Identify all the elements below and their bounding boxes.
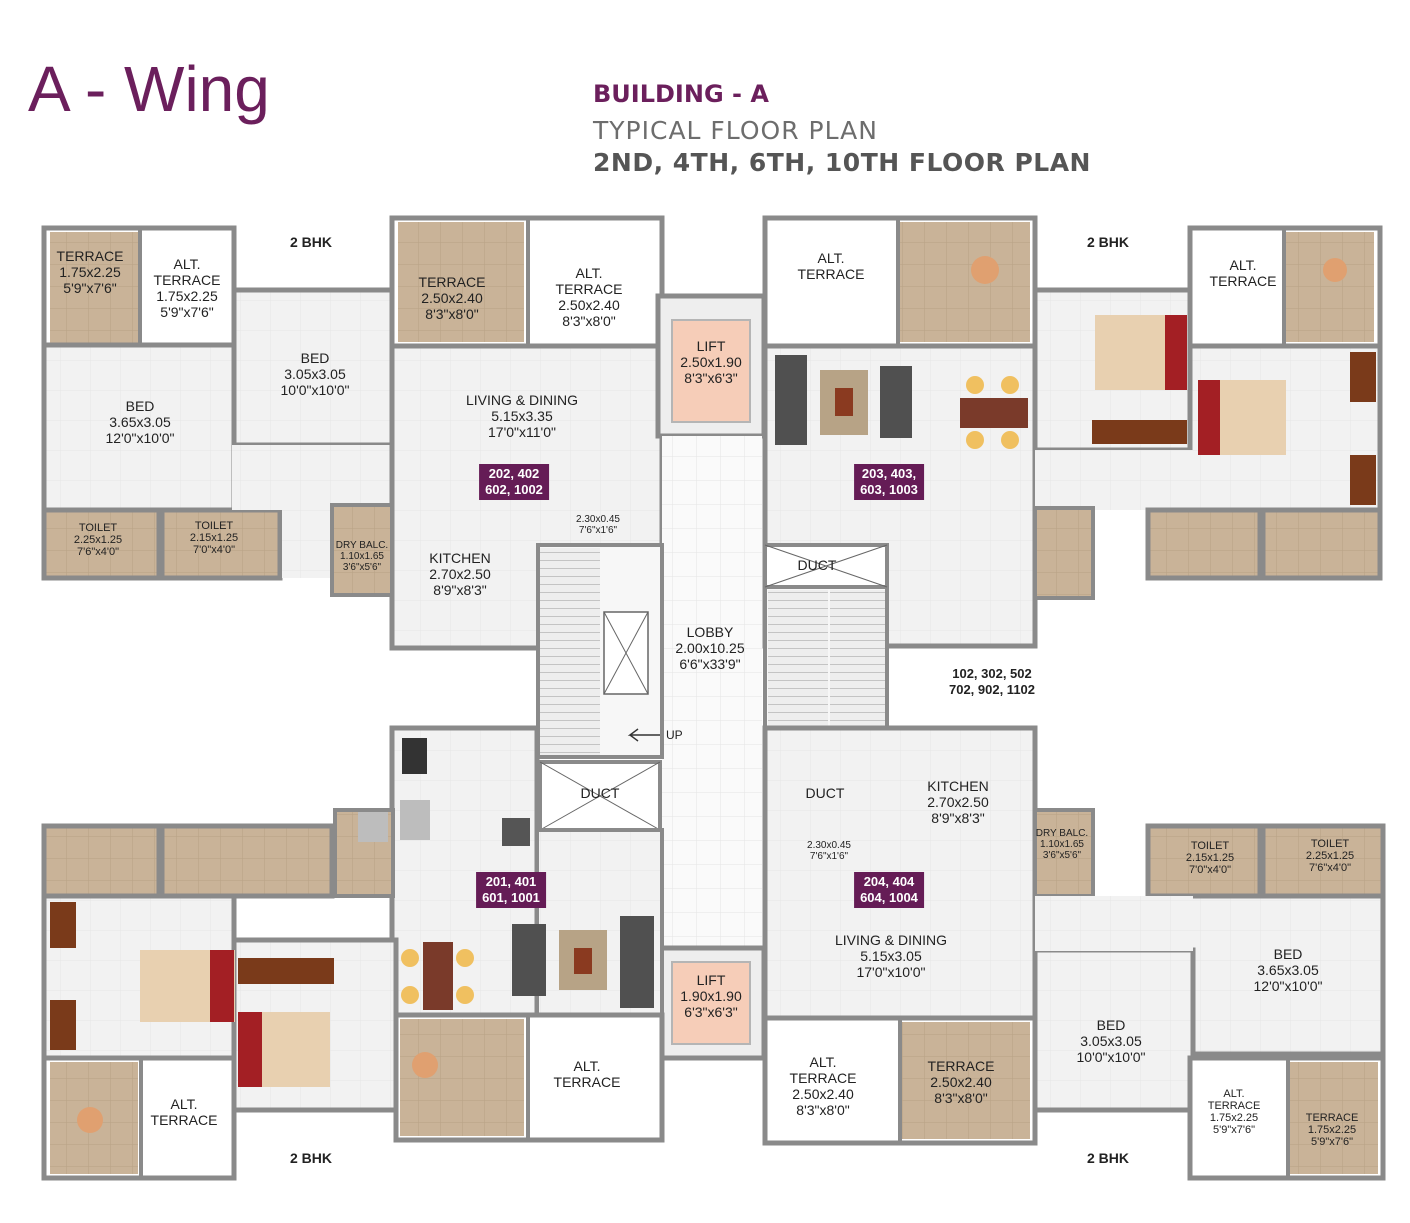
tl-terrace-area xyxy=(50,232,138,344)
wing-title: A - Wing xyxy=(28,53,270,125)
floor-list: 2ND, 4TH, 6TH, 10TH FLOOR PLAN xyxy=(593,148,1091,177)
unit-badge-top-right: 203, 403,603, 1003 xyxy=(854,464,924,500)
plan-type: TYPICAL FLOOR PLAN xyxy=(593,116,878,145)
room-bl-alt-terrace1: ALT.TERRACE xyxy=(553,1058,621,1090)
unit-top-right xyxy=(762,215,1383,649)
room-bl-alt-terrace2: ALT.TERRACE xyxy=(150,1096,218,1128)
room-duct-top: DUCT xyxy=(797,557,837,573)
bhk-label-bottom-right: 2 BHK xyxy=(1086,1150,1130,1166)
stair-up-label: UP xyxy=(666,728,683,742)
bhk-label-bottom-left: 2 BHK xyxy=(289,1150,333,1166)
room-duct-bl: DUCT xyxy=(580,785,620,801)
bhk-label-top-right: 2 BHK xyxy=(1086,234,1130,250)
tl-terrace2-area xyxy=(398,222,524,342)
room-tr-alt-terrace2: ALT.TERRACE xyxy=(1209,257,1277,289)
building-title: BUILDING - A xyxy=(593,80,769,108)
bhk-label-top-left: 2 BHK xyxy=(289,234,333,250)
room-duct-br: DUCT xyxy=(805,785,845,801)
unit-bottom-left xyxy=(41,725,665,1181)
room-tr-alt-terrace1: ALT.TERRACE xyxy=(797,250,865,282)
unit-bottom-right xyxy=(762,725,1386,1181)
